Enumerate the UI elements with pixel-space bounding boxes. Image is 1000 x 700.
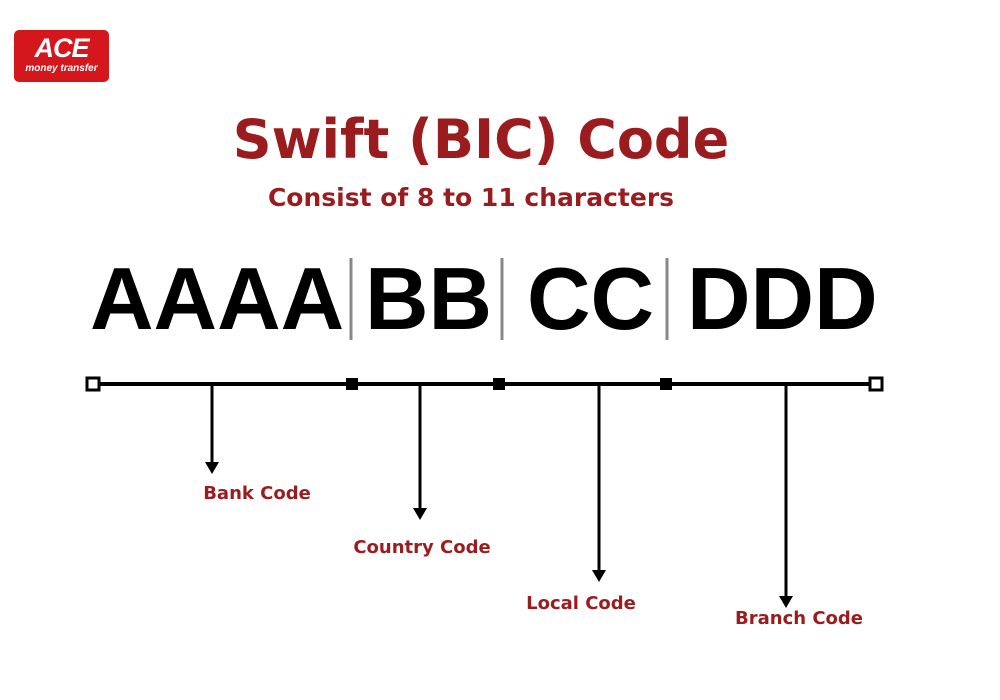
label-country-code: Country Code <box>353 537 491 558</box>
ace-logo: ACE money transfer <box>14 30 109 82</box>
arrowhead-icon <box>779 596 793 608</box>
segment-bank: AAAA <box>90 249 345 348</box>
node <box>493 378 505 390</box>
subtitle: Consist of 8 to 11 characters <box>267 183 675 212</box>
arrowhead-icon <box>205 462 219 474</box>
label-branch-code: Branch Code <box>735 608 863 629</box>
node <box>346 378 358 390</box>
start-node <box>85 376 101 392</box>
segment-branch: DDD <box>687 249 878 348</box>
label-bank-code: Bank Code <box>203 483 311 504</box>
label-local-code: Local Code <box>526 593 636 614</box>
logo-tagline: money transfer <box>25 63 98 74</box>
logo-brand: ACE <box>34 33 89 63</box>
arrowhead-icon <box>413 508 427 520</box>
title: Swift (BIC) Code <box>232 108 730 171</box>
node <box>660 378 672 390</box>
segment-country: BB <box>365 249 493 348</box>
end-node <box>868 376 884 392</box>
arrowhead-icon <box>592 570 606 582</box>
segment-local: CC <box>527 249 655 348</box>
